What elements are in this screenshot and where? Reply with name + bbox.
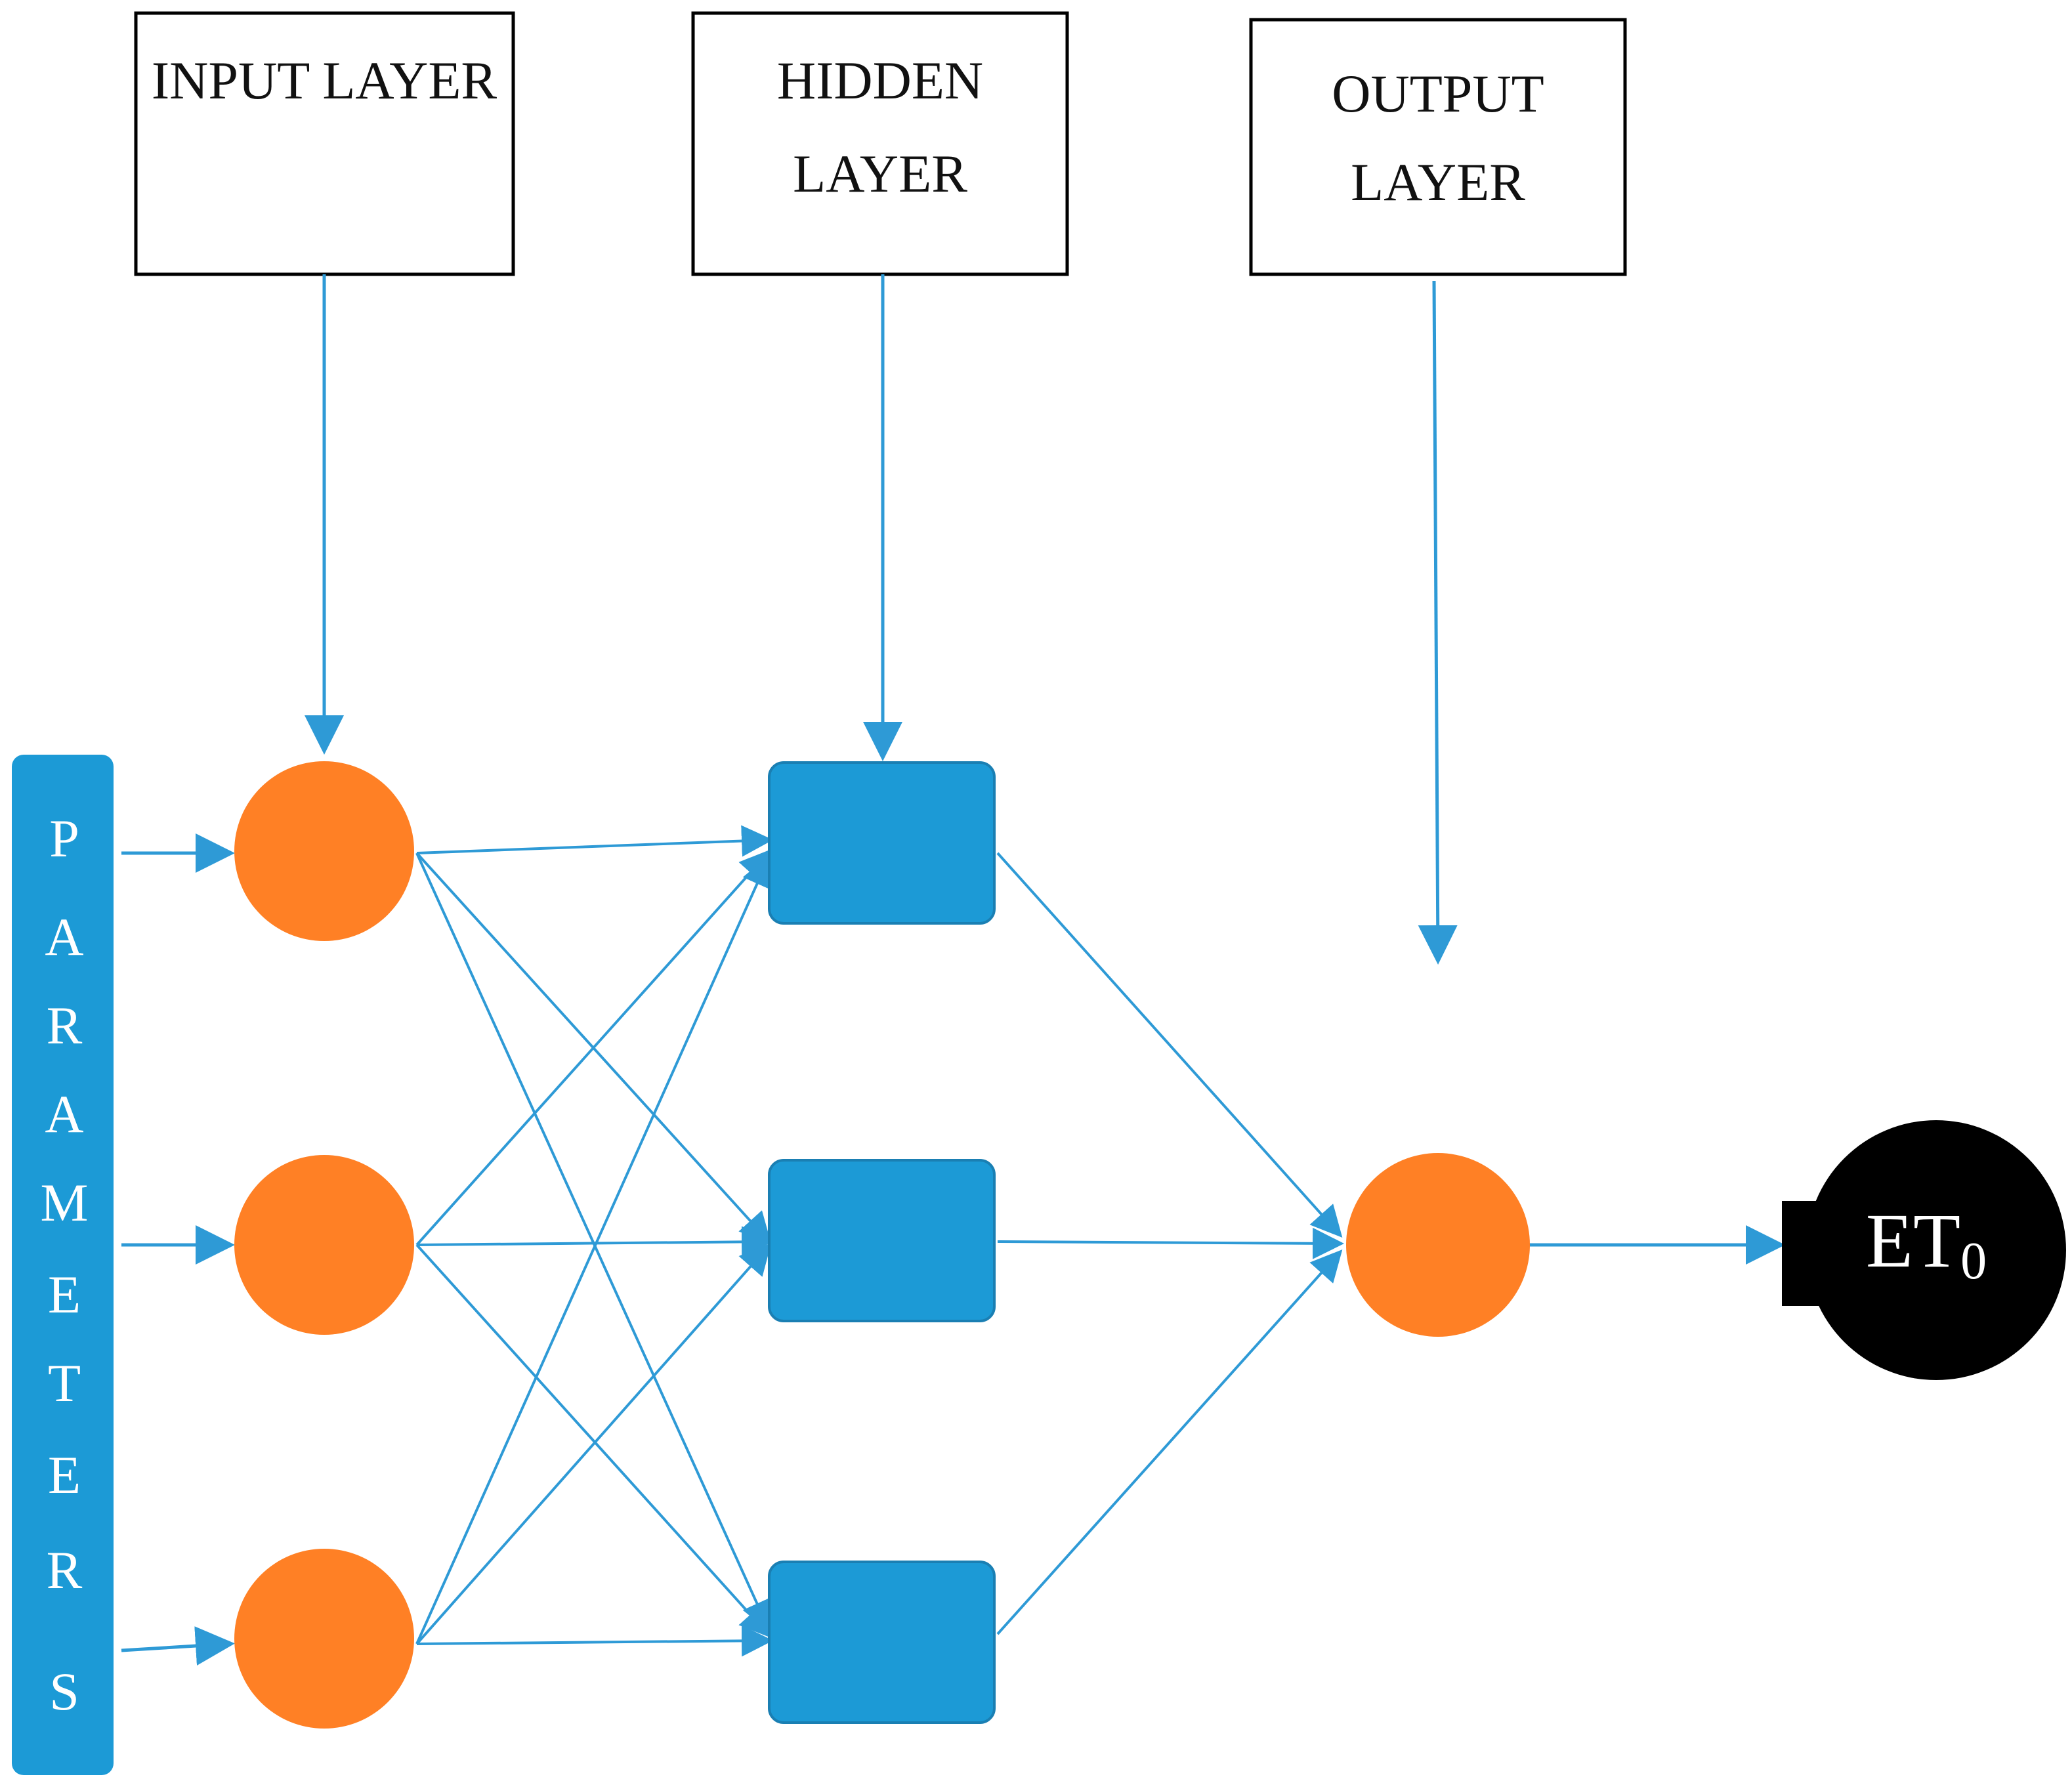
connection-edge [996,1249,1343,1635]
parameters-letter: R [47,1540,83,1600]
connection-edge [416,1226,773,1258]
parameters-letter: P [49,808,79,868]
output-layer-label-line1: OUTPUT [1332,64,1544,123]
parameters-bar: P A R A M E T E R S [12,755,114,1775]
connection-edge [415,1243,772,1645]
connection-edge [997,1227,1344,1259]
parameters-letter: M [41,1173,89,1232]
connection-edge [416,1625,773,1657]
hidden-node [768,1159,996,1322]
hidden-output-connections [996,852,1344,1635]
hidden-layer-label-line2: LAYER [793,144,967,203]
hidden-layer-label-line1: HIDDEN [777,51,983,110]
input-node [234,761,414,941]
et0-label: ET0 [1866,1198,1987,1290]
hidden-node [768,1561,996,1724]
connection-edge [415,1244,772,1638]
output-layer-box: OUTPUT LAYER [1249,18,1627,276]
input-layer-label: INPUT LAYER [152,51,497,110]
input-hidden-connections [415,825,773,1657]
parameters-letter: A [45,907,83,967]
parameters-letter: T [48,1353,81,1413]
parameter-arrow [121,1626,235,1666]
parameters-letter: A [45,1084,83,1144]
input-node [234,1549,414,1729]
hidden-layer-box: HIDDEN LAYER [691,11,1069,276]
input-node [234,1155,414,1335]
parameters-letter: E [48,1445,81,1505]
input-layer-box: INPUT LAYER [134,11,515,276]
output-layer-label-line2: LAYER [1351,152,1525,212]
connection-edge [416,825,773,857]
et0-result-node: ET0 [1782,1120,2066,1380]
output-node [1346,1153,1530,1337]
connection-edge [415,852,772,1633]
output-layer-pointer [1418,280,1458,965]
connection-edge [996,852,1343,1238]
connection-edge [415,854,772,1645]
parameters-letter: E [48,1265,81,1324]
connection-edge [415,852,772,1244]
hidden-node [768,761,996,925]
parameters-letter: R [47,996,83,1055]
parameters-letter: S [49,1662,79,1721]
connection-edge [415,849,772,1246]
